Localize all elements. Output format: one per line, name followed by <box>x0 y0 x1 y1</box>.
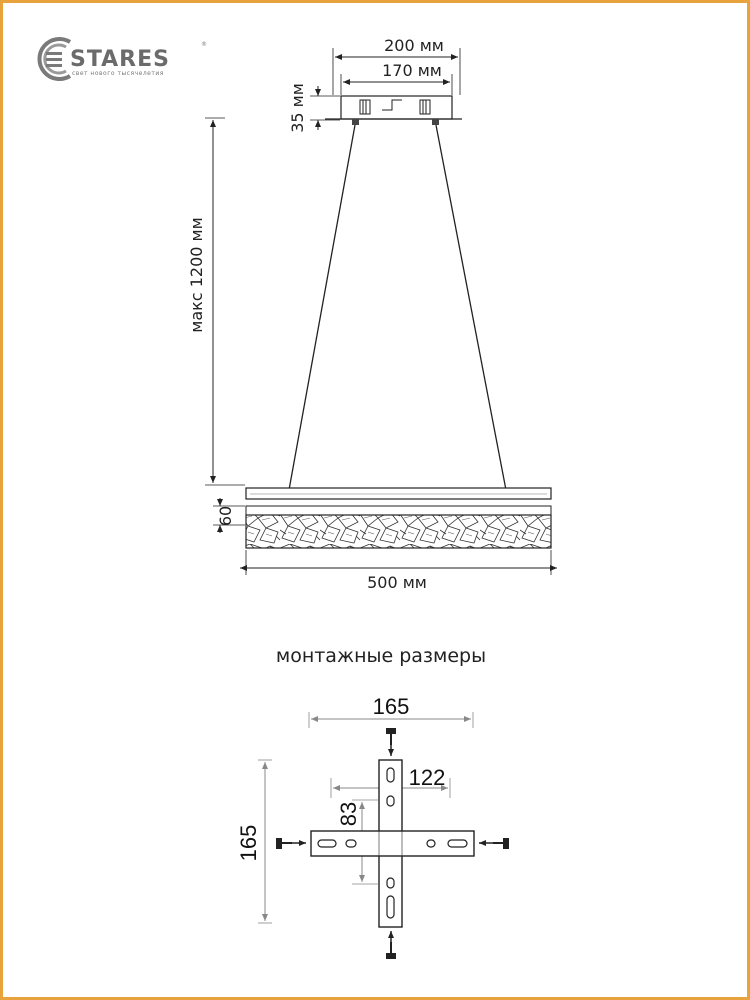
body-height-label: 60 <box>216 506 235 526</box>
brand-logo: STARES ® свет нового тысячелетия <box>37 37 207 81</box>
canopy-inner-label: 170 мм <box>382 61 442 80</box>
screw-top-icon <box>386 728 396 756</box>
screw-bottom-icon <box>386 931 396 959</box>
canopy-height-dimension: 35 мм <box>288 83 340 133</box>
brand-name: STARES <box>70 47 170 72</box>
ceiling-canopy <box>325 95 462 125</box>
suspension-cables <box>288 124 507 491</box>
brand-reg-mark: ® <box>201 41 207 48</box>
estares-logo-icon <box>37 37 72 81</box>
canopy-height-label: 35 мм <box>288 83 307 133</box>
body-height-dimension: 60 <box>213 498 245 533</box>
mounting-width-dimension: 165 <box>308 694 474 728</box>
screw-right-icon <box>479 838 509 849</box>
mounting-height-dimension: 165 <box>236 759 272 924</box>
hole-spacing-label: 122 <box>409 765 446 790</box>
suspension-max-label: макс 1200 мм <box>187 217 206 332</box>
cross-mounting-plate <box>310 759 475 928</box>
mounting-title: монтажные размеры <box>276 645 486 667</box>
canopy-width-dimension: 200 мм 170 мм <box>332 36 461 95</box>
body-width-dimension: 500 мм <box>240 550 557 592</box>
mounting-height-label: 165 <box>236 825 261 862</box>
lamp-body <box>245 487 552 549</box>
mounting-width-label: 165 <box>373 694 410 719</box>
offset-label: 83 <box>336 802 361 826</box>
canopy-outer-label: 200 мм <box>384 36 444 55</box>
screw-left-icon <box>276 838 306 849</box>
suspension-height-dimension: макс 1200 мм <box>187 117 245 486</box>
hole-spacing-dimension: 122 <box>330 765 451 798</box>
body-width-label: 500 мм <box>367 573 427 592</box>
brand-tagline: свет нового тысячелетия <box>72 70 164 77</box>
